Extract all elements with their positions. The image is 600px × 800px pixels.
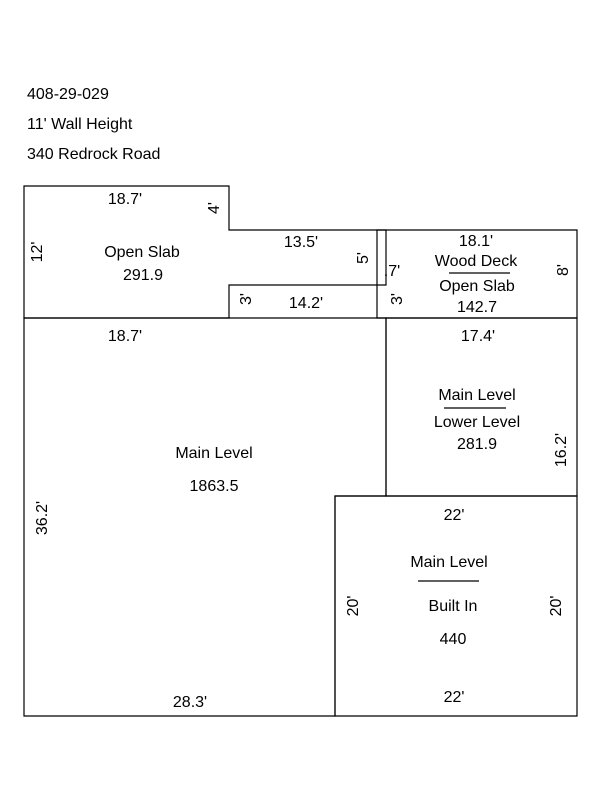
- wall-height: 11' Wall Height: [27, 116, 133, 133]
- dim-step-3: 3': [389, 293, 406, 305]
- dim-main-left: 36.2': [34, 501, 51, 535]
- built-in-area: 440: [440, 631, 467, 648]
- parcel-id: 408-29-029: [27, 86, 109, 103]
- deck-top-dimension: 18.1': [459, 233, 493, 250]
- built-in-label: Built In: [429, 598, 478, 615]
- dim-built-right: 20': [548, 596, 565, 617]
- dim-gap: .7': [384, 263, 400, 280]
- built-in-main-label: Main Level: [410, 554, 487, 571]
- dim-built-top: 22': [444, 507, 465, 524]
- open-slab-label: Open Slab: [104, 244, 180, 261]
- wood-deck-area: 142.7: [457, 299, 497, 316]
- lower-level-main-label: Main Level: [438, 387, 515, 404]
- dim-main-bottom: 28.3': [173, 694, 207, 711]
- dim-lower-top: 17.4': [461, 328, 495, 345]
- open-slab-outline: [23, 185, 387, 319]
- main-level-area: 1863.5: [190, 478, 239, 495]
- dim-built-bottom: 22': [444, 689, 465, 706]
- main-level-label: Main Level: [175, 445, 252, 462]
- open-slab-area: 291.9: [123, 267, 163, 284]
- dim-open-slab-left: 12': [29, 242, 46, 263]
- dim-open-slab-bottom-right: 14.2': [289, 295, 323, 312]
- main-level-outline: [23, 317, 387, 717]
- wood-deck-slab-label: Open Slab: [439, 278, 515, 295]
- dim-built-left: 20': [345, 596, 362, 617]
- dim-lower-right: 16.2': [553, 433, 570, 467]
- dim-open-slab-top: 18.7': [108, 191, 142, 208]
- dim-open-slab-right-side: 5': [355, 252, 372, 264]
- dim-open-slab-right-top: 13.5': [284, 234, 318, 251]
- address: 340 Redrock Road: [27, 146, 161, 163]
- wood-deck-label: Wood Deck: [435, 253, 518, 270]
- built-in-outline: [334, 495, 578, 717]
- lower-level-area: 281.9: [457, 436, 497, 453]
- dim-open-slab-step: 3': [238, 293, 255, 305]
- dim-deck-right: 8': [555, 264, 572, 276]
- dim-main-top: 18.7': [108, 328, 142, 345]
- lower-level-label: Lower Level: [434, 414, 520, 431]
- dim-open-slab-notch: 4': [206, 202, 223, 214]
